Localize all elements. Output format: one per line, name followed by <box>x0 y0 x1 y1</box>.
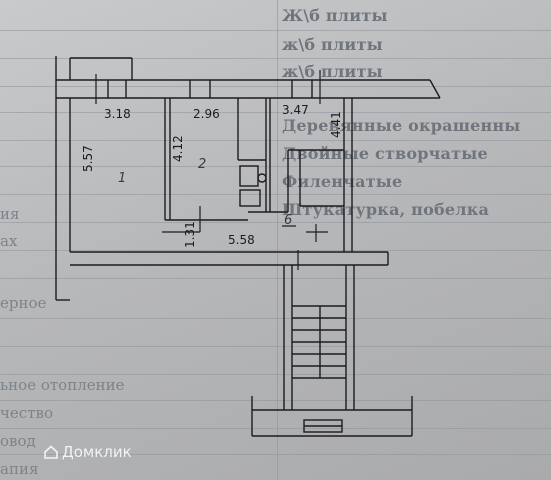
house-logo-icon <box>44 445 58 459</box>
form-rule-line <box>0 30 551 31</box>
form-text-ceiling: ж\б плиты <box>282 35 383 54</box>
outer-wall-left <box>55 56 71 301</box>
form-text-floors: Деревянные окрашенны <box>282 116 521 135</box>
form-rule-line <box>0 58 551 59</box>
form-rule-line <box>0 222 551 223</box>
staircase <box>283 265 355 410</box>
dimension-room1-depth: 5.57 <box>81 145 95 172</box>
form-rule-line <box>0 346 551 347</box>
form-rule-line <box>0 194 551 195</box>
form-left-fragment: апия <box>0 460 39 478</box>
form-text-roof: ж\б плиты <box>282 62 383 81</box>
dimension-room2-depth: 4.12 <box>171 135 185 162</box>
dimension-room2-width: 2.96 <box>193 107 220 121</box>
form-rule-line <box>0 250 551 251</box>
form-rule-line <box>0 140 551 141</box>
form-text-floor: Ж\б плиты <box>282 6 388 25</box>
form-left-fragment: ах <box>0 232 18 250</box>
dimension-hall-depth: 1.31 <box>183 221 197 248</box>
top-wall-block <box>69 57 133 80</box>
form-column-divider <box>277 0 278 480</box>
form-left-fragment: овод <box>0 432 36 450</box>
form-left-fragment: ьное отопление <box>0 376 125 394</box>
form-left-fragment: ерное <box>0 294 47 312</box>
outer-wall-bottom <box>70 251 389 266</box>
stair-landing-wall <box>251 396 413 437</box>
outer-wall-right <box>343 98 353 252</box>
dimension-hall-length: 5.58 <box>228 233 255 247</box>
form-rule-line <box>0 278 551 279</box>
bathroom-fixtures <box>239 165 267 207</box>
form-rule-line <box>0 374 551 375</box>
outer-wall-top <box>56 79 441 99</box>
form-left-fragment: чество <box>0 404 53 422</box>
room-number-2: 2 <box>198 157 206 172</box>
domclick-watermark: Домклик <box>44 443 132 461</box>
door-marks <box>95 70 328 270</box>
form-text-finish: Штукатурка, побелка <box>282 200 490 219</box>
room-number-1: 1 <box>118 171 126 186</box>
form-rule-line <box>0 454 551 455</box>
watermark-text: Домклик <box>62 443 132 461</box>
dimension-room3-depth: 4.41 <box>329 111 343 138</box>
form-left-fragment: ия <box>0 205 20 223</box>
form-rule-line <box>0 318 551 319</box>
form-text-windows: Двойные створчатые <box>282 144 488 163</box>
form-rule-line <box>0 166 551 167</box>
form-rule-line <box>0 112 551 113</box>
dimension-room3-width: 3.47 <box>282 103 309 117</box>
form-rule-line <box>0 428 551 429</box>
dimension-room1-width: 3.18 <box>104 107 131 121</box>
room-number-6: 6 <box>284 213 292 228</box>
window-marks-top <box>107 80 313 98</box>
form-rule-line <box>0 400 551 401</box>
form-text-doors: Филенчатые <box>282 172 403 191</box>
partition-walls <box>164 98 344 221</box>
form-rule-line <box>0 86 551 87</box>
